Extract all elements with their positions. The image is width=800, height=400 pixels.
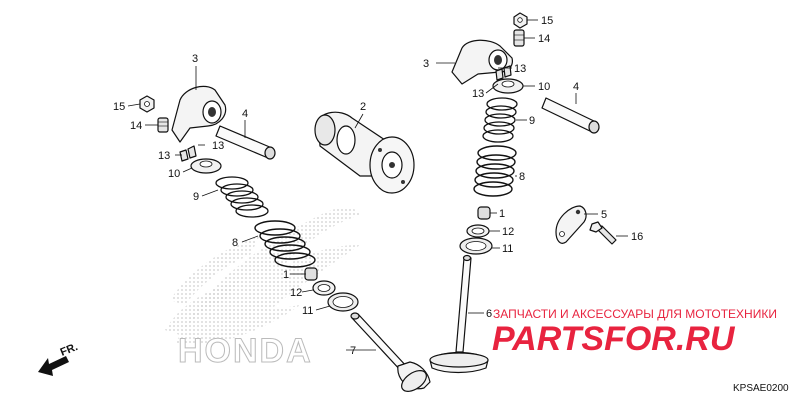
callout-13b-left: 13 bbox=[158, 150, 170, 162]
callout-4-left: 4 bbox=[242, 108, 248, 120]
callout-1-right: 1 bbox=[499, 208, 505, 220]
part-11-ring-right bbox=[459, 237, 493, 255]
part-12-washer-left bbox=[312, 280, 336, 296]
part-8-outer-spring-right bbox=[473, 145, 517, 197]
callout-13b-right: 13 bbox=[472, 88, 484, 100]
part-13-cotters-right bbox=[495, 65, 512, 81]
callout-1-left: 1 bbox=[283, 269, 289, 281]
honda-wing-halftone bbox=[165, 207, 360, 345]
diagram-code: KPSAE0200 bbox=[733, 383, 789, 394]
leader-lines bbox=[127, 19, 628, 351]
callout-4-right: 4 bbox=[573, 81, 579, 93]
callout-12-right: 12 bbox=[502, 226, 514, 238]
part-6-valve-right bbox=[429, 254, 489, 374]
callout-3-right: 3 bbox=[423, 58, 429, 70]
watermark-text: ЗАПЧАСТИ И АКСЕССУАРЫ ДЛЯ МОТОТЕХНИКИ bbox=[493, 307, 777, 321]
callout-7: 7 bbox=[350, 345, 356, 357]
part-15-nut-right bbox=[513, 12, 528, 29]
callout-15-right: 15 bbox=[541, 15, 553, 27]
callout-9-right: 9 bbox=[529, 115, 535, 127]
callout-16: 16 bbox=[631, 231, 643, 243]
callout-13a-left: 13 bbox=[212, 140, 224, 152]
part-9-inner-spring-left bbox=[215, 176, 269, 218]
brand-mark: HONDA bbox=[178, 332, 313, 370]
part-15-nut-left bbox=[139, 95, 155, 113]
watermark-logo: PARTSFOR.RU bbox=[492, 320, 736, 358]
callout-15-left: 15 bbox=[113, 101, 125, 113]
callout-2: 2 bbox=[360, 101, 366, 113]
callouts: 3 15 14 4 13 13 10 9 8 1 12 11 7 2 3 15 … bbox=[113, 15, 643, 357]
part-3-rocker-arm-left bbox=[171, 85, 227, 143]
part-5-bracket bbox=[555, 205, 587, 244]
front-label: FR. bbox=[59, 341, 80, 359]
callout-8-right: 8 bbox=[519, 171, 525, 183]
part-16-bolt bbox=[589, 221, 617, 245]
part-14-screw-left bbox=[157, 117, 169, 133]
callout-10-left: 10 bbox=[168, 168, 180, 180]
callout-5: 5 bbox=[601, 209, 607, 221]
callout-6: 6 bbox=[486, 308, 492, 320]
part-8-outer-spring-left bbox=[254, 220, 316, 268]
part-9-inner-spring-right bbox=[482, 97, 518, 143]
part-4-rocker-shaft-left bbox=[215, 125, 276, 160]
callout-10-right: 10 bbox=[538, 81, 550, 93]
callout-3-left: 3 bbox=[192, 53, 198, 65]
part-4-rocker-shaft-right bbox=[541, 97, 600, 134]
part-11-ring-left bbox=[327, 292, 359, 312]
callout-9-left: 9 bbox=[193, 191, 199, 203]
part-10-retainer-left bbox=[190, 158, 222, 174]
callout-14-right: 14 bbox=[538, 33, 550, 45]
callout-8-left: 8 bbox=[232, 237, 238, 249]
callout-11-left: 11 bbox=[302, 305, 313, 317]
callout-13a-right: 13 bbox=[514, 63, 526, 75]
callout-14-left: 14 bbox=[130, 120, 142, 132]
front-direction-arrow: FR. bbox=[38, 341, 80, 376]
part-12-washer-right bbox=[466, 224, 490, 238]
part-7-valve-left bbox=[350, 312, 431, 392]
part-10-retainer-right bbox=[492, 78, 524, 94]
part-1-stem-seal-left bbox=[304, 267, 318, 281]
part-1-stem-seal-right bbox=[477, 206, 491, 220]
callout-11-right: 11 bbox=[502, 243, 513, 255]
callout-12-left: 12 bbox=[290, 287, 302, 299]
part-2-camshaft bbox=[314, 111, 415, 194]
part-14-screw-right bbox=[513, 29, 525, 47]
part-3-rocker-arm-right bbox=[451, 39, 513, 85]
part-13-cotters-left bbox=[179, 145, 197, 162]
